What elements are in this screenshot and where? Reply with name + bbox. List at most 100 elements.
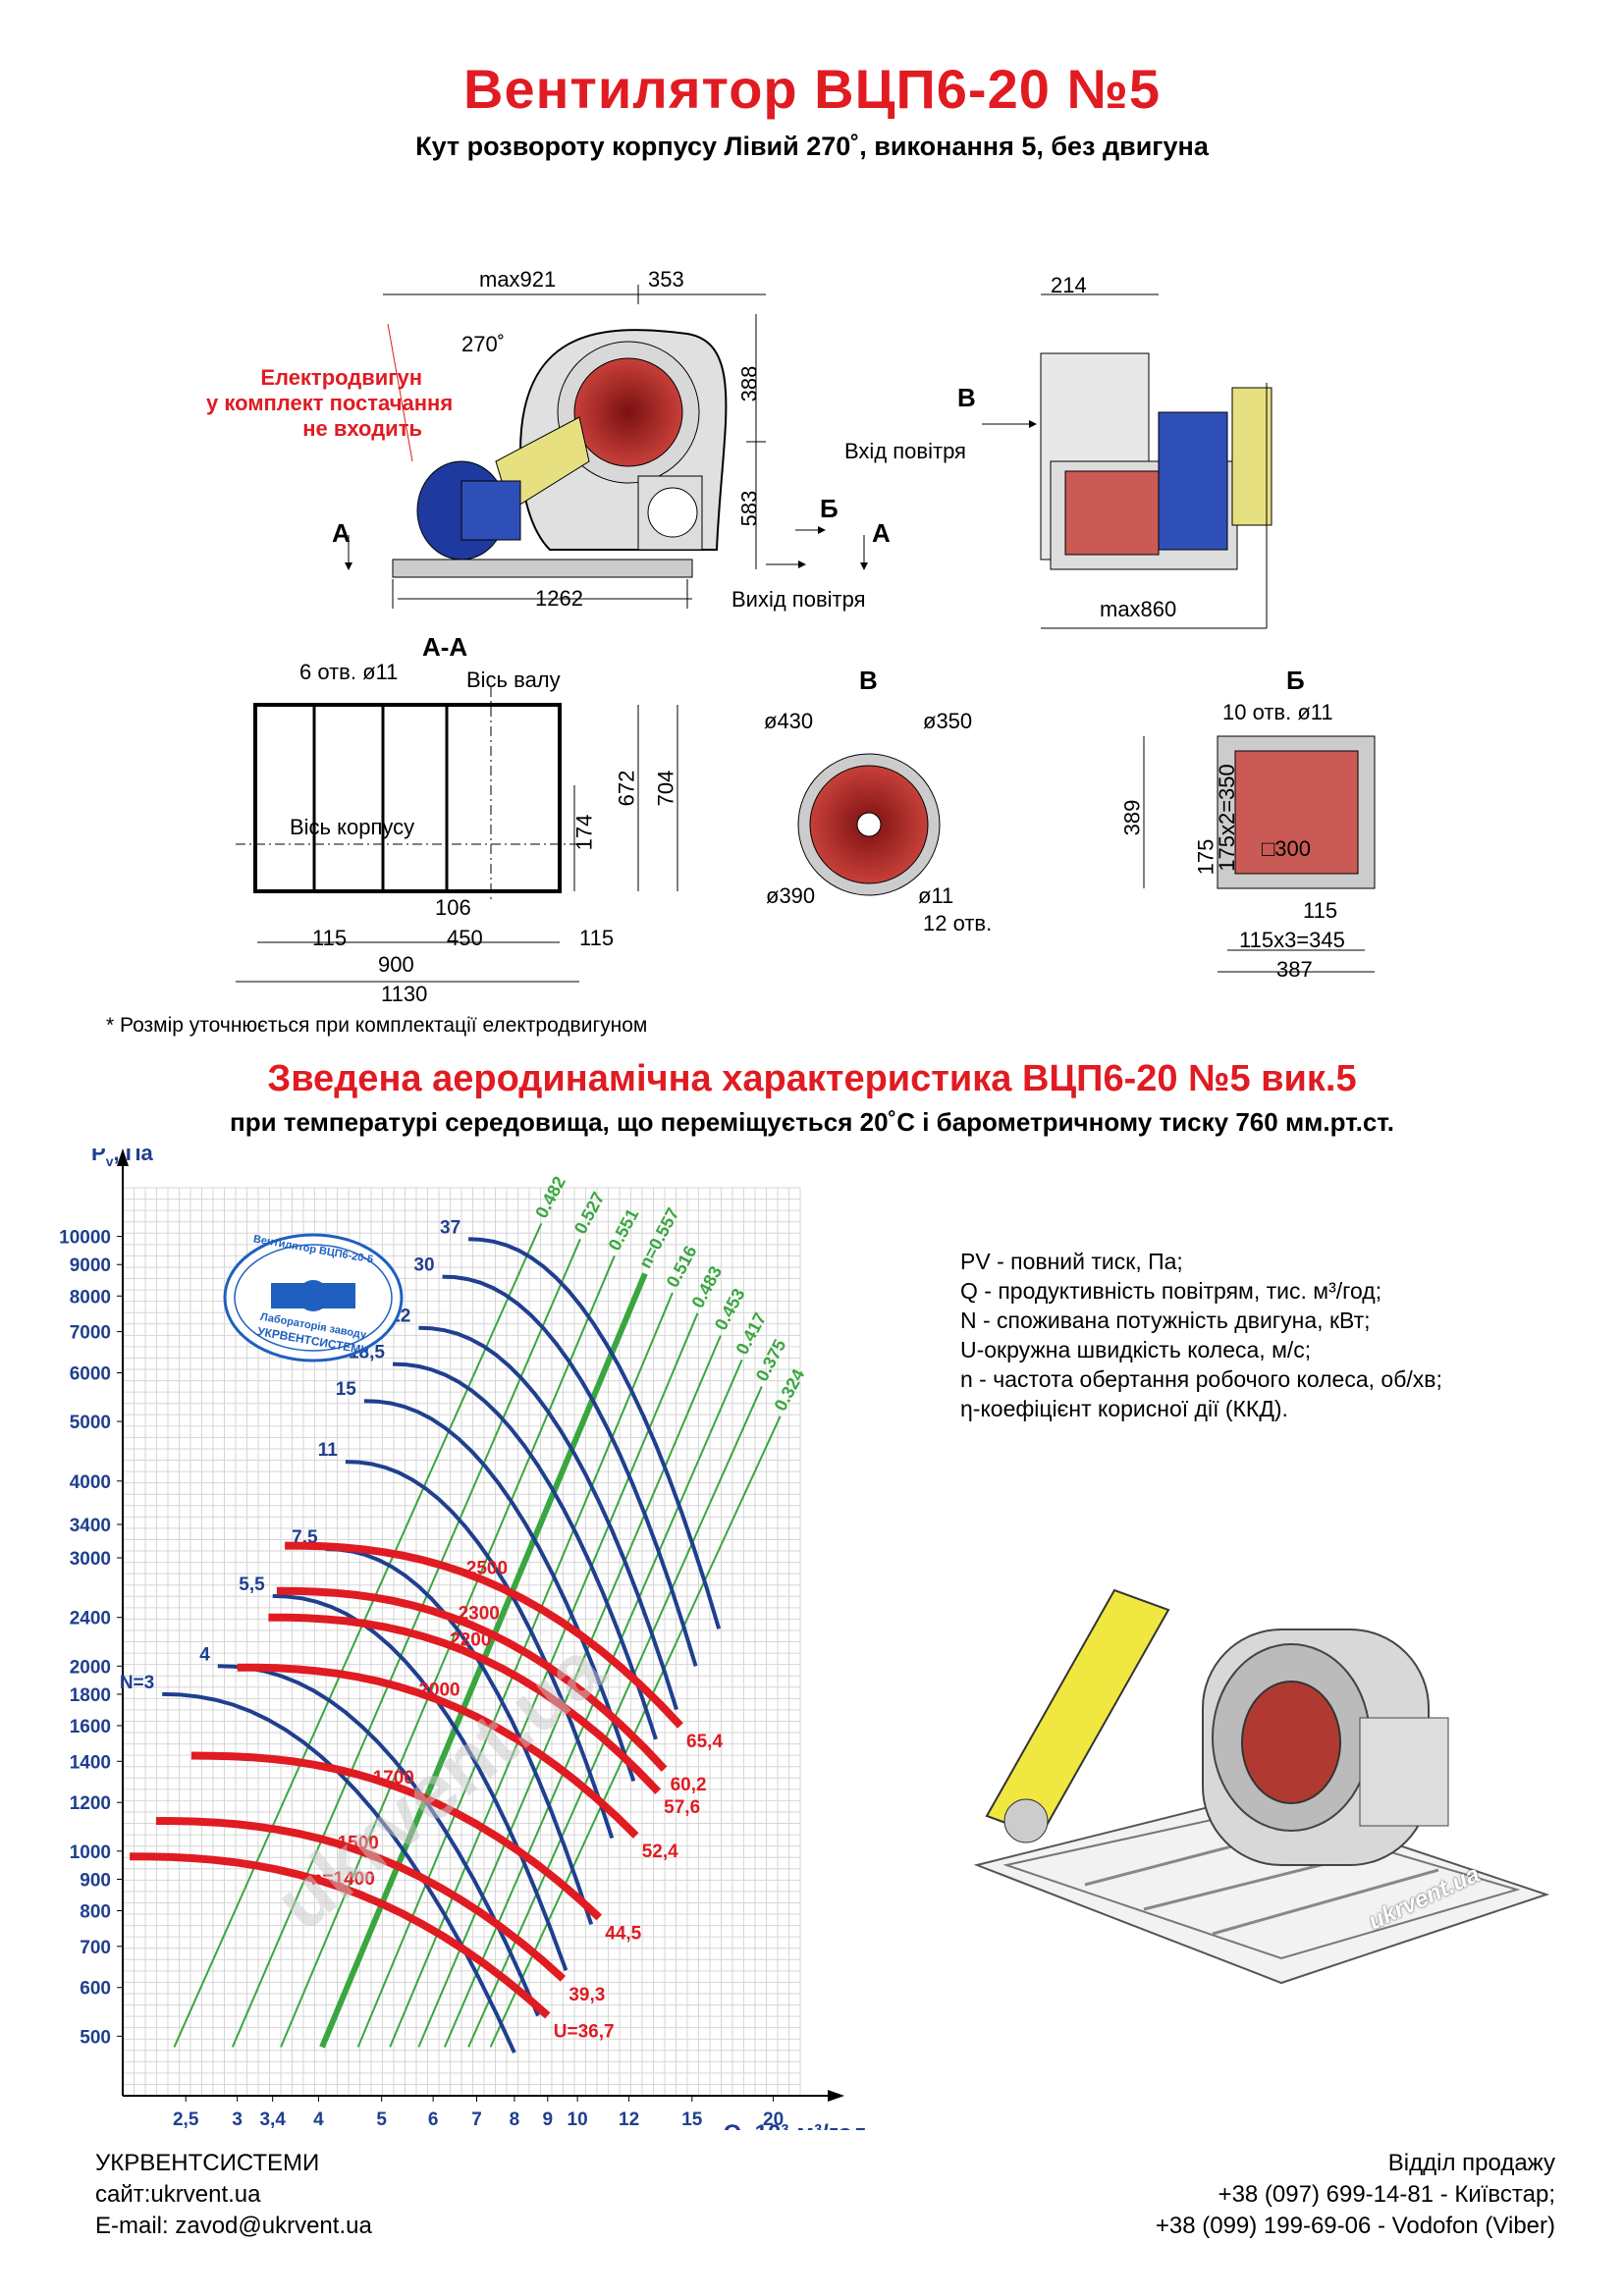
y-tick-label: 4000: [70, 1472, 111, 1493]
y-tick-label: 1400: [70, 1752, 111, 1773]
power-curve-label: 4: [199, 1644, 210, 1665]
section-a-left: А: [332, 518, 351, 548]
legend-line-pv: PV - повний тиск, Па;: [960, 1249, 1183, 1274]
speed-curve-end-label: 57,6: [664, 1797, 700, 1818]
dim-900: 900: [378, 952, 414, 977]
speed-curve-label: n=1400: [311, 1869, 375, 1890]
y-axis-arrow: [117, 1148, 129, 1166]
dim-388: 388: [736, 365, 762, 402]
x-axis-arrow: [828, 2090, 844, 2102]
footer-left: УКРВЕНТСИСТЕМИ сайт:ukrvent.ua E-mail: z…: [95, 2148, 372, 2242]
view-b-title: Б: [1286, 666, 1305, 695]
y-tick-label: 6000: [70, 1364, 111, 1385]
dim-672: 672: [614, 770, 639, 807]
speed-curve: [130, 1852, 551, 2019]
square-300-label: □300: [1262, 836, 1311, 861]
dim-115-right: 115: [579, 926, 615, 950]
angle-label: 270˚: [461, 332, 506, 356]
company-site[interactable]: сайт:ukrvent.ua: [95, 2181, 261, 2208]
x-tick-label: 8: [510, 2109, 520, 2130]
frame-section-drawing: [236, 687, 678, 983]
chart-section-title: Зведена аеродинамічна характеристика ВЦП…: [267, 1058, 1357, 1099]
power-curve: [217, 1664, 540, 2017]
power-curve: [418, 1325, 678, 1711]
dim-106: 106: [435, 895, 471, 920]
phone-kyivstar[interactable]: +38 (097) 699-14-81 - Київстар;: [1218, 2181, 1555, 2208]
x-tick-label: 2,5: [173, 2109, 199, 2130]
y-tick-label: 800: [80, 1901, 111, 1922]
view-v-marker: В: [957, 383, 976, 412]
shaft-axis-label: Вісь валу: [466, 667, 561, 692]
speed-curve-label: 2200: [450, 1629, 491, 1650]
y-tick-label: 600: [80, 1979, 111, 2000]
dim-174: 174: [571, 814, 597, 851]
speed-curve-end-label: 44,5: [605, 1923, 641, 1944]
phone-vodafone[interactable]: +38 (099) 199-69-06 - Vodofon (Viber): [1155, 2213, 1555, 2239]
footer-right: Відділ продажу +38 (097) 699-14-81 - Киї…: [1156, 2148, 1555, 2242]
x-tick-label: 7: [471, 2109, 482, 2130]
dim-704: 704: [653, 770, 678, 807]
efficiency-line: [389, 1312, 699, 2048]
y-tick-label: 500: [80, 2027, 111, 2048]
x-tick-label: 3: [232, 2109, 243, 2130]
speed-curve-label: 1700: [373, 1768, 414, 1789]
speed-curve-label: 1500: [338, 1834, 379, 1854]
dim-1130: 1130: [381, 982, 428, 1006]
inlet-flange-drawing: [797, 753, 941, 896]
y-tick-label: 900: [80, 1870, 111, 1891]
aero-chart: 5006007008009001000120014001600180020002…: [59, 1148, 867, 2130]
y-tick-label: 3000: [70, 1549, 111, 1570]
dim-1262: 1262: [535, 586, 583, 611]
y-tick-label: 1200: [70, 1793, 111, 1814]
speed-curve: [190, 1751, 603, 1921]
power-curve: [392, 1362, 658, 1740]
x-axis-label: Q, 10³·м³/год: [724, 2120, 867, 2130]
x-tick-label: 12: [619, 2109, 639, 2130]
legend: PV - повний тиск, Па; Q - продуктивність…: [960, 1247, 1442, 1423]
chart-section-subtitle: при температурі середовища, що переміщує…: [230, 1107, 1394, 1137]
legend-line-rpm: n - частота обертання робочого колеса, о…: [960, 1366, 1442, 1392]
legend-line-eff: η-коефіцієнт корисної дії (ККД).: [960, 1396, 1288, 1421]
company-email[interactable]: E-mail: zavod@ukrvent.ua: [95, 2213, 372, 2239]
lab-stamp: Вентилятор ВЦП6-20-5 Лабораторія заводу …: [222, 1232, 405, 1363]
y-tick-label: 2400: [70, 1609, 111, 1629]
holes-10-label: 10 отв. ø11: [1222, 700, 1333, 724]
speed-curve-label: 2500: [466, 1558, 508, 1578]
outlet-flange-drawing: [1143, 735, 1376, 973]
y-tick-label: 700: [80, 1938, 111, 1958]
x-tick-label: 3,4: [259, 2109, 286, 2130]
efficiency-line: [280, 1255, 616, 2048]
x-tick-label: 10: [568, 2109, 588, 2130]
power-curve-label: N=3: [120, 1673, 154, 1693]
power-curve: [363, 1399, 636, 1783]
power-curve: [442, 1274, 698, 1667]
speed-curve: [276, 1586, 668, 1772]
speed-curve-end-label: 52,4: [642, 1842, 678, 1862]
power-curve-label: 37: [440, 1217, 460, 1238]
d430-label: ø430: [764, 709, 814, 733]
x-tick-label: 6: [428, 2109, 439, 2130]
sales-dept: Відділ продажу: [1387, 2150, 1555, 2176]
power-curve: [325, 1547, 594, 1926]
speed-curve-end-label: 39,3: [568, 1985, 605, 2005]
view-b-marker: Б: [820, 494, 839, 523]
speed-curve: [155, 1817, 567, 1982]
view-v-title: В: [859, 666, 878, 695]
power-curve-label: 15: [336, 1379, 357, 1400]
y-tick-label: 2000: [70, 1657, 111, 1678]
fan-3d-illustration: [973, 1588, 1550, 1985]
d11-label: ø11: [918, 883, 954, 908]
side-view-drawing: [345, 285, 868, 609]
front-view-drawing: [982, 294, 1272, 629]
speed-curve-end-label: 60,2: [671, 1775, 707, 1795]
footnote: * Розмір уточнюється при комплектації ел…: [106, 1014, 648, 1037]
y-tick-label: 1000: [70, 1842, 111, 1863]
power-curve-label: 11: [318, 1440, 339, 1461]
lab-stamp-graphic: [223, 1233, 404, 1362]
power-curve-label: 30: [413, 1255, 434, 1276]
company-name: УКРВЕНТСИСТЕМИ: [95, 2150, 320, 2176]
y-axis-label: Pv, Па: [91, 1148, 154, 1169]
dim-115-left: 115: [312, 926, 348, 950]
x-tick-label: 20: [763, 2109, 784, 2130]
